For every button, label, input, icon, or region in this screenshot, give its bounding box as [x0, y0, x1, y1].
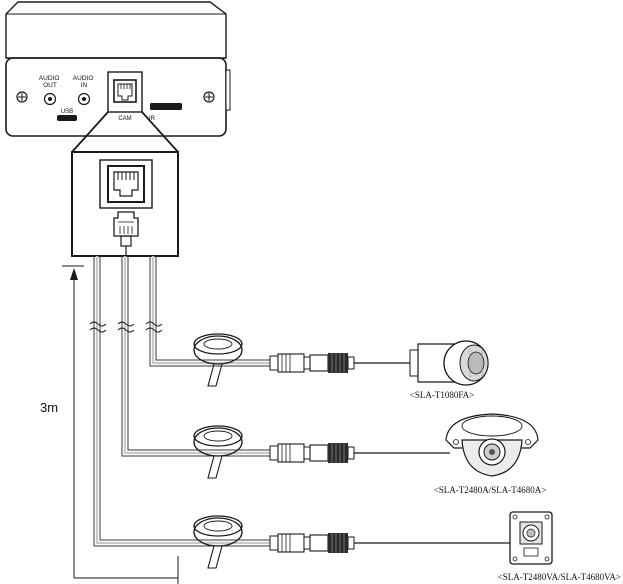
audio-out-line2: OUT	[43, 82, 57, 89]
cable-break-marks	[89, 321, 163, 333]
audio-out-label: AUDIO OUT	[39, 75, 61, 89]
ferrite-core-3-icon	[193, 515, 243, 569]
cam-label: CAM	[118, 116, 131, 122]
usb-label: USB	[61, 109, 73, 115]
audio-out-jack-icon	[43, 92, 57, 106]
ferrite-core-2-icon	[193, 425, 243, 479]
right-screw-icon	[203, 91, 215, 103]
left-screw-icon	[16, 91, 28, 103]
cable-bundle	[89, 256, 284, 547]
camera-2-dome-icon	[445, 413, 539, 477]
camera-1-cylinder-icon	[409, 340, 489, 386]
camera-3-label: <SLA-T2480VA/SLA-T4680VA>	[498, 572, 621, 582]
connector-3-icon	[269, 532, 510, 554]
audio-in-label: AUDIO IN	[73, 75, 95, 89]
audio-in-jack-icon	[77, 92, 91, 106]
ir-port-icon	[150, 103, 182, 110]
camera-3-board-icon	[509, 511, 553, 565]
camera-1-label: <SLA-T1080FA>	[410, 390, 475, 400]
cam-socket-zoom-icon	[99, 159, 153, 209]
usb-port-icon	[57, 115, 77, 121]
audio-out-line1: AUDIO	[39, 75, 60, 82]
camera-2-label: <SLA-T2480A/SLA-T4680A>	[434, 485, 547, 495]
rj-plug-icon	[113, 211, 139, 256]
connector-1-icon	[269, 352, 410, 374]
ferrite-core-1-icon	[193, 333, 243, 387]
distance-dimension: 3m	[40, 265, 179, 584]
distance-label: 3m	[40, 400, 58, 415]
ir-label: IR	[149, 116, 156, 122]
zoom-callout	[71, 111, 179, 257]
cam-port-icon	[107, 71, 143, 113]
main-unit: AUDIO OUT AUDIO IN USB CAM	[5, 1, 231, 137]
connector-2-icon	[269, 442, 450, 464]
